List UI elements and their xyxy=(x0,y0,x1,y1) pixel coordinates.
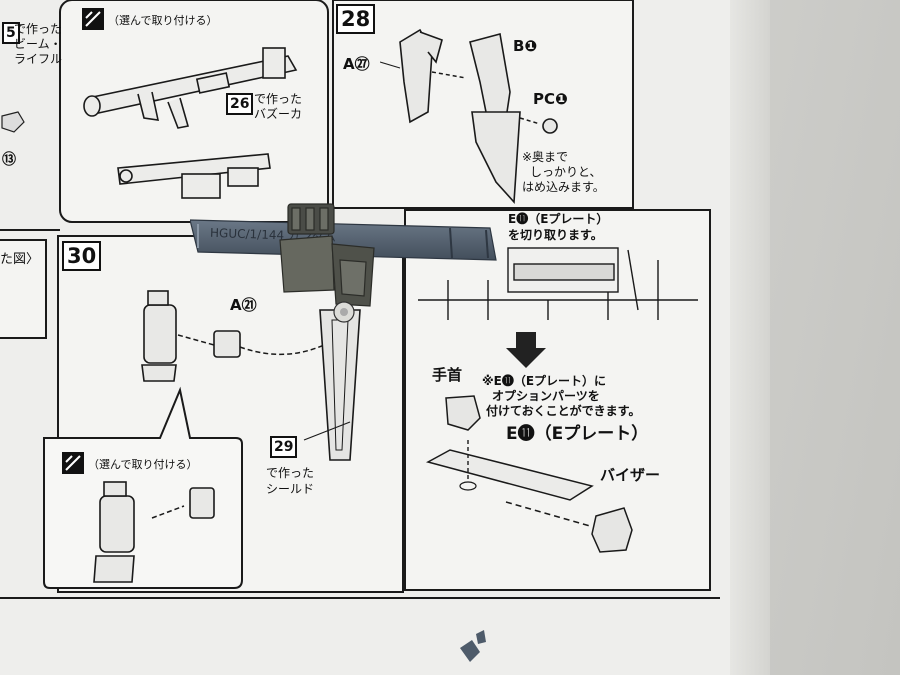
part-a27-label: A㉗ xyxy=(343,55,370,73)
beam-rifle-text: ビーム・ xyxy=(14,37,62,51)
plate-title: E⓫（Eプレート） xyxy=(508,212,609,226)
rifle-text: ライフル xyxy=(14,52,63,66)
note-text-1: ※奥まで xyxy=(522,150,569,164)
note-text-2: しっかりと、 xyxy=(530,165,602,179)
note-text-3: はめ込みます。 xyxy=(522,180,605,194)
select-icon-mark-2 xyxy=(65,455,81,471)
bubble-arm-drawing xyxy=(93,481,215,583)
visor-drawing xyxy=(505,501,633,553)
e-plate-label: E⓫（Eプレート） xyxy=(506,424,649,444)
option-note-2: オプションパーツを xyxy=(492,389,600,403)
made-with-text-2: で作った xyxy=(254,92,303,106)
part-a21-label: A㉑ xyxy=(230,296,257,314)
step-28-number: 28 xyxy=(336,4,376,34)
step-ref-29: 29 xyxy=(270,436,298,458)
step-30-number: 30 xyxy=(62,241,102,271)
hand-part-drawing xyxy=(1,111,25,133)
plastic-runner xyxy=(190,219,497,261)
bazooka-text: バズーカ xyxy=(254,107,303,121)
e-plate-drawing xyxy=(425,440,594,501)
made-with-text-3: で作った xyxy=(266,466,315,480)
step28-drawing xyxy=(380,28,558,204)
part-pc1-label: PC❶ xyxy=(533,90,568,108)
sheet-shadow xyxy=(730,0,770,675)
partial-diagram-text: た図〉 xyxy=(0,252,40,267)
down-arrow-icon xyxy=(506,332,546,368)
visor-label: バイザー xyxy=(600,466,661,484)
select-icon-mark xyxy=(85,11,101,27)
callout-line xyxy=(303,421,351,441)
part-b1-label: B❶ xyxy=(513,37,538,55)
option-note-1: ※E⓫（Eプレート）に xyxy=(482,374,607,388)
debris-piece xyxy=(460,630,486,662)
bazooka-drawing xyxy=(83,47,298,199)
step-ref-26: 26 xyxy=(226,93,254,115)
select-attach-text-2: （選んで取り付ける） xyxy=(88,458,198,471)
select-attach-text: （選んで取り付ける） xyxy=(108,14,218,27)
plate-title-2: を切り取ります。 xyxy=(508,228,603,242)
shield-text: シールド xyxy=(266,482,315,496)
option-note-3: 付けておくことができます。 xyxy=(486,404,641,418)
wrist-label: 手首 xyxy=(432,366,463,384)
part-13-label: ⑬ xyxy=(2,152,16,168)
shield-part xyxy=(333,301,355,323)
wrist-drawing xyxy=(445,395,481,431)
assembled-part xyxy=(279,203,375,307)
made-with-text: で作った xyxy=(14,22,63,36)
step-ref-number: 5 xyxy=(2,22,20,44)
runner-drawing xyxy=(418,247,698,320)
